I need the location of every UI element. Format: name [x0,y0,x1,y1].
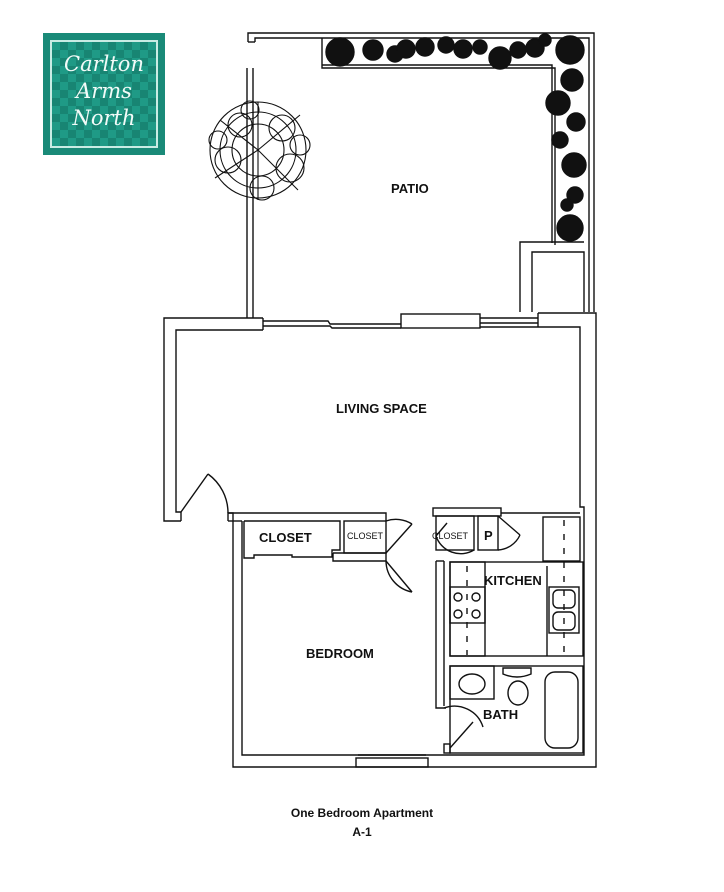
room-label-kitchen: KITCHEN [484,573,542,588]
plan-title: One Bedroom Apartment [290,806,434,820]
logo-line-3: North [72,106,136,130]
logo-pattern: Carlton Arms North [50,40,158,148]
room-label-closet-small-1: CLOSET [347,531,384,541]
logo-line-1: Carlton [64,52,144,76]
room-label-patio: PATIO [391,181,429,196]
room-label-closet-large: CLOSET [259,530,312,545]
room-label-bedroom: BEDROOM [306,646,374,661]
room-label-bath: BATH [483,707,519,722]
logo-line-2: Arms [76,79,132,103]
room-label-closet-small-2: CLOSET [432,531,469,541]
room-label-living-space: LIVING SPACE [336,401,427,416]
plan-unit-code: A-1 [352,825,372,839]
interior-walls [228,507,584,768]
tree-icon [208,100,311,201]
patio-walls [246,32,595,318]
shrub-row [325,33,587,242]
room-label-pantry: P [484,528,493,543]
carlton-arms-north-logo: Carlton Arms North [43,33,165,155]
exterior-walls [163,312,597,768]
